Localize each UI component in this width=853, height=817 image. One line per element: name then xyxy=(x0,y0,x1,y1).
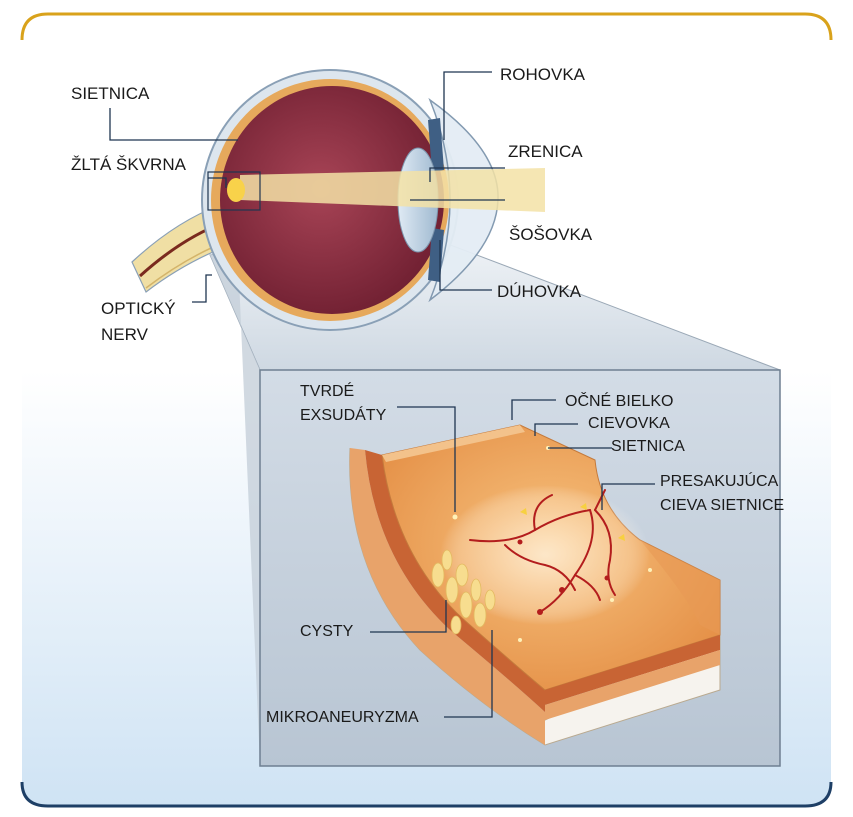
zoom-cone-left xyxy=(210,255,260,766)
label-exsudaty: EXSUDÁTY xyxy=(300,407,387,424)
label-zlta-skvrna: ŽLTÁ ŠKVRNA xyxy=(71,155,186,174)
label-sietnica: SIETNICA xyxy=(71,84,150,103)
light-beam xyxy=(240,168,545,212)
label-nerv: NERV xyxy=(101,325,148,344)
label-presakujuca: PRESAKUJÚCA xyxy=(660,473,779,490)
label-opticky: OPTICKÝ xyxy=(101,299,176,318)
macula xyxy=(227,178,245,202)
label-tvrde: TVRDÉ xyxy=(300,383,355,400)
label-rohovka: ROHOVKA xyxy=(500,65,586,84)
label-cysty: CYSTY xyxy=(300,623,354,640)
iris xyxy=(428,118,444,172)
retina-cross-section xyxy=(349,424,721,746)
label-duhovka: DÚHOVKA xyxy=(497,282,582,301)
frame-top-border xyxy=(20,12,833,41)
label-cieva-sietnice: CIEVA SIETNICE xyxy=(660,497,785,514)
label-ocne-bielko: OČNÉ BIELKO xyxy=(565,393,674,410)
label-mikroaneuryzma: MIKROANEURYZMA xyxy=(266,709,419,726)
leader-lines xyxy=(109,71,655,718)
frame-bottom-border xyxy=(20,781,833,808)
macula-zoom-box xyxy=(207,171,261,211)
label-sosovka: ŠOŠOVKA xyxy=(509,225,593,244)
label-cievovka: CIEVOVKA xyxy=(588,415,670,432)
label-zrenica: ZRENICA xyxy=(508,142,583,161)
label-sietnica-detail: SIETNICA xyxy=(611,438,685,455)
